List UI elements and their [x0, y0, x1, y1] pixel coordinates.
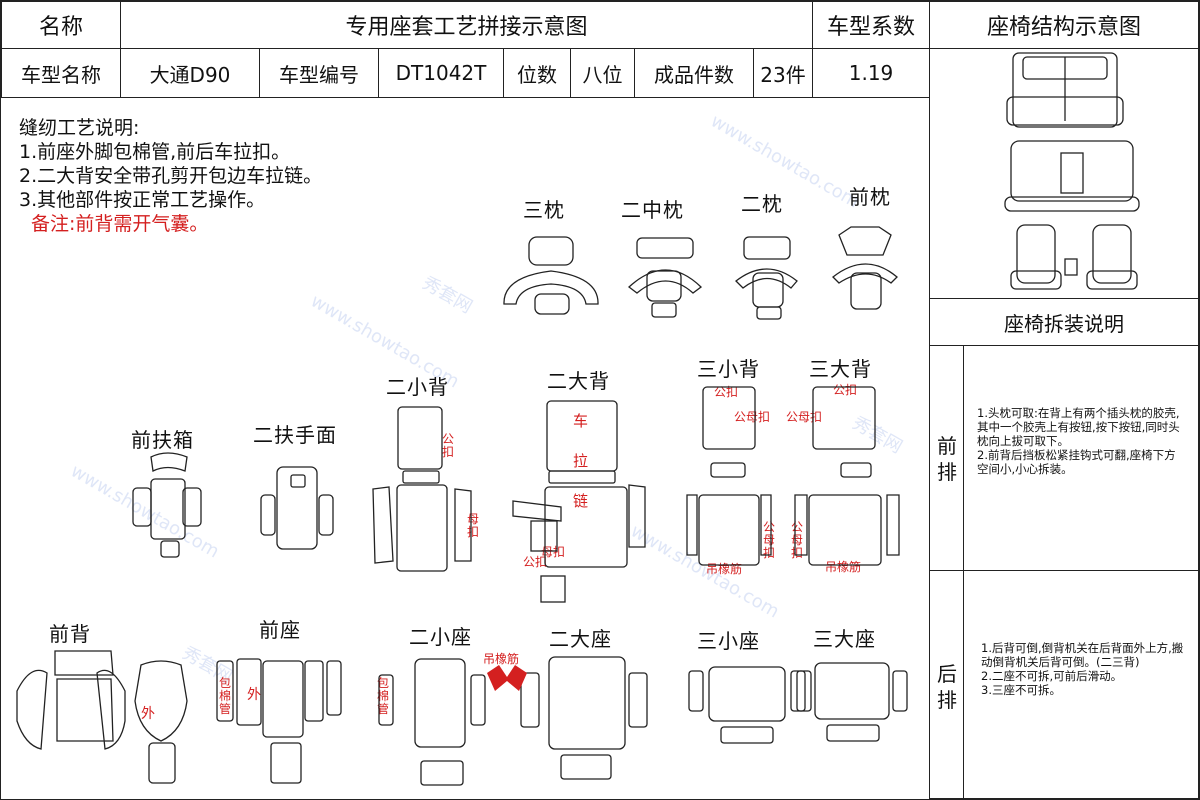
model-name-label: 车型名称: [1, 48, 121, 98]
model-name-value: 大通D90: [120, 48, 260, 98]
part-label-erfushoumian: 二扶手面: [253, 423, 337, 447]
front-row-text: 1.头枕可取:在背上有两个插头枕的胶壳,其中一个胶壳上有按钮,按下按钮,同时头枕…: [977, 406, 1180, 476]
header-name-label: 名称: [1, 1, 121, 49]
part-label-erzhongzhen: 二中枕: [621, 198, 684, 222]
mark-gongkou: 公扣: [523, 555, 548, 569]
model-code-label: 车型编号: [259, 48, 379, 98]
part-label-sanxiaozuo: 三小座: [697, 629, 760, 653]
part-label-erzhen: 二枕: [741, 192, 783, 216]
mark-gongmukou-a: 公母扣: [734, 410, 771, 424]
mark-mu-kou: 母扣: [467, 512, 480, 539]
second-armrest-pieces: [260, 466, 334, 550]
third-big-back-pieces: [794, 386, 900, 566]
mark-gong-mu-kou-a: 公母扣: [763, 520, 776, 560]
front-row-label-cell: [929, 345, 964, 571]
disassembly-title-text: 座椅拆装说明: [1004, 311, 1124, 336]
mark-diaoxiangjin-a: 吊橡筋: [706, 562, 743, 576]
part-label-erdabei: 二大背: [547, 369, 610, 393]
mark-gongkou-sanxiao: 公扣: [714, 385, 739, 399]
mark-wai-a: 外: [141, 706, 155, 722]
third-big-seat-pieces: [796, 662, 908, 742]
mark-wai-b: 外: [247, 687, 261, 703]
notes-remark: 备注:前背需开气囊。: [31, 213, 209, 235]
mark-diaoxiangjin-c: 吊橡筋: [483, 652, 520, 666]
part-label-sanxiaobei: 三小背: [697, 357, 760, 381]
header-coef-label: 车型系数: [812, 1, 930, 49]
rear-row-text: 1.后背可倒,倒背机关在后背面外上方,搬动倒背机关后背可倒。(二三背) 2.二座…: [981, 641, 1184, 697]
notes-item: 2.二大背安全带孔剪开包边车拉链。: [19, 165, 323, 187]
second-big-seat-pieces: [520, 656, 648, 780]
mark-mukou: 母扣: [541, 545, 566, 559]
mark-bao-mian-guan-b: 包棉管: [377, 676, 390, 716]
mark-bao-mian-guan-a: 包棉管: [219, 676, 232, 716]
part-label-sanzhen: 三枕: [523, 198, 565, 222]
second-small-back-pieces: [372, 406, 472, 572]
notes-title: 缝纫工艺说明:: [19, 117, 140, 139]
part-label-qianzhen: 前枕: [849, 185, 891, 209]
front-row-label: 前排: [937, 434, 957, 484]
coef-value: 1.19: [812, 48, 930, 98]
third-small-back-pieces: [686, 386, 772, 566]
notes-item: 3.其他部件按正常工艺操作。: [19, 189, 266, 211]
rear-row-label: 后排: [937, 662, 957, 712]
model-code-value: DT1042T: [378, 48, 504, 98]
front-back-pieces: [16, 650, 188, 784]
seat-structure-diagram: [1004, 52, 1140, 290]
third-small-seat-pieces: [688, 666, 806, 744]
mark-gong-mu-kou-b: 公母扣: [791, 520, 804, 560]
part-label-qianzuo: 前座: [259, 618, 301, 642]
disassembly-title: 座椅拆装说明: [929, 298, 1199, 346]
elastic-marker: [487, 665, 527, 691]
part-label-sandabei: 三大背: [809, 357, 872, 381]
rear-row-text-cell: [963, 570, 1199, 799]
part-label-sandazuo: 三大座: [813, 627, 876, 651]
mark-diaoxiangjin-b: 吊橡筋: [825, 560, 862, 574]
structure-diagram-panel: [929, 48, 1199, 299]
part-label-qianfuxiang: 前扶箱: [131, 428, 194, 452]
mark-zipper: 车拉链: [573, 412, 589, 510]
front-armrest-pieces: [132, 452, 202, 558]
seats-value: 八位: [570, 48, 635, 98]
seats-label: 位数: [503, 48, 571, 98]
front-row-text-cell: [963, 345, 1199, 571]
notes-item: 1.前座外脚包棉管,前后车拉扣。: [19, 141, 291, 163]
part-label-qianbei: 前背: [49, 622, 91, 646]
structure-title: 座椅结构示意图: [929, 1, 1199, 49]
part-label-erxiaobei: 二小背: [386, 375, 449, 399]
part-label-erxiaozuo: 二小座: [409, 625, 472, 649]
headrest-pieces: [503, 226, 898, 320]
part-label-erdazuo: 二大座: [549, 627, 612, 651]
second-big-back-pieces: [512, 400, 646, 603]
front-seat-pieces: [216, 658, 342, 784]
second-small-seat-pieces: [378, 658, 486, 786]
mark-gong-kou: 公扣: [442, 432, 455, 459]
